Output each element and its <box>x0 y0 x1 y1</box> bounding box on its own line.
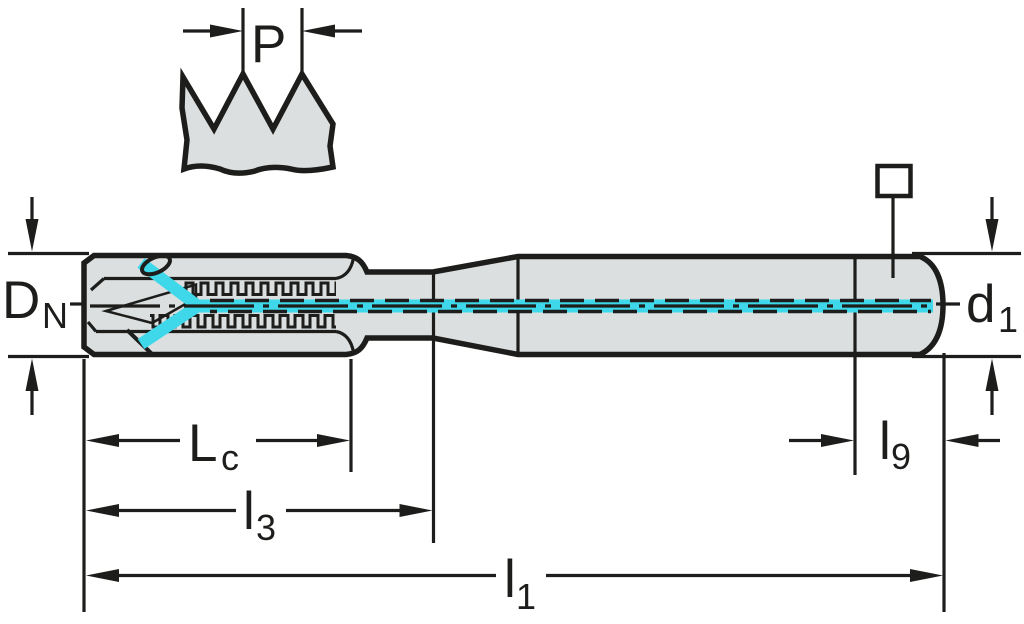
thread-length-dimension: l 3 <box>86 482 433 548</box>
thread-length-subscript: 3 <box>256 507 276 548</box>
square-drive-symbol <box>875 163 913 278</box>
l9-arrowhead-right <box>945 434 979 447</box>
thread-profile-shape <box>179 67 337 176</box>
thread-runout-lower <box>335 329 356 353</box>
flute-hook-lower <box>86 320 98 333</box>
square-icon <box>875 163 913 199</box>
nominal-diameter-dimension: D N <box>2 197 89 415</box>
l3-arrowhead-right <box>399 504 433 517</box>
overall-length-label: l <box>504 550 516 609</box>
coolant-branch-edge <box>125 328 155 357</box>
pitch-arrowhead-right <box>302 24 335 38</box>
square-length-dimension: l 9 <box>789 412 1000 477</box>
flute-lines <box>86 257 356 353</box>
coolant-channels <box>90 253 936 357</box>
dn-arrowhead-bottom <box>25 358 39 391</box>
nominal-diameter-label: D <box>2 271 40 330</box>
tap-side-view <box>81 163 946 543</box>
thread-length-label: l <box>243 482 255 541</box>
thread-runout-upper <box>335 257 356 281</box>
pitch-label: P <box>251 15 286 74</box>
square-length-subscript: 9 <box>891 436 911 477</box>
chamfer-length-label: L <box>188 414 217 473</box>
shank-diameter-dimension: d 1 <box>912 197 1021 415</box>
chamfer-length-subscript: c <box>221 437 239 478</box>
lc-arrowhead-right <box>317 434 350 447</box>
pitch-dimension: P <box>183 8 362 74</box>
thread-profile-detail: P <box>179 8 362 176</box>
overall-length-dimension: l 1 <box>86 550 943 617</box>
shank-diameter-subscript: 1 <box>998 299 1018 340</box>
thread-teeth-upper <box>183 281 336 297</box>
d1-arrowhead-bottom <box>985 358 999 391</box>
square-length-label: l <box>879 412 891 471</box>
l1-arrowhead-right <box>910 569 943 582</box>
l9-arrowhead-left <box>821 434 854 447</box>
thread-teeth-lower <box>150 313 336 329</box>
d1-arrowhead-top <box>985 219 999 252</box>
coolant-exit-hole <box>140 253 172 277</box>
nominal-diameter-subscript: N <box>42 295 68 336</box>
chamfer-length-dimension: L c <box>86 414 350 478</box>
flute-hook-upper <box>89 277 106 292</box>
overall-length-subscript: 1 <box>516 576 536 617</box>
shank-diameter-label: d <box>966 275 995 334</box>
dn-arrowhead-top <box>25 219 39 252</box>
dimensions: D N d 1 L c <box>2 197 1021 617</box>
pitch-arrowhead-left <box>210 24 243 38</box>
l3-arrowhead-left <box>86 504 119 517</box>
lc-arrowhead-left <box>86 434 119 447</box>
l1-arrowhead-left <box>86 569 119 582</box>
